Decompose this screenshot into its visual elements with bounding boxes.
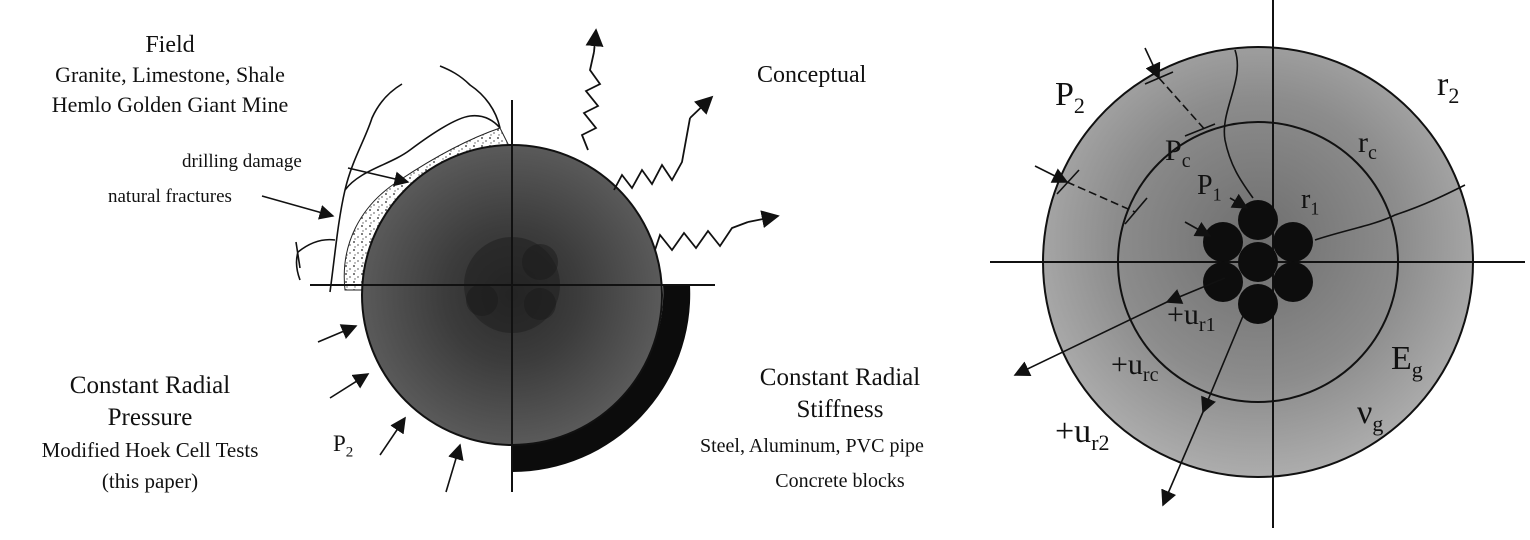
stiffness-heading2: Stiffness [796,396,884,423]
label-rc: rc [1358,126,1377,164]
spring-arrow [654,210,780,252]
fracture-line [1223,49,1254,199]
fracture-line [295,241,301,269]
natural-fractures-pointer [261,195,335,220]
conceptual-label: Conceptual [757,62,867,88]
left-p2-label: P2 [333,431,354,461]
label-ur1: +ur1 [1167,298,1216,336]
pressure-heading1: Constant Radial [69,372,231,399]
label-vg: νg [1357,394,1384,436]
fracture-line [329,83,403,293]
pressure-arrow [379,416,406,456]
left-conceptual-diagram: Field Granite, Limestone, Shale Hemlo Go… [0,28,990,496]
label-Pc: Pc [1165,134,1191,172]
p1-arrow [1229,193,1249,209]
drilling-damage-label: drilling damage [182,151,302,172]
label-r2: r2 [1437,66,1460,108]
ur1-arrow [1165,277,1226,304]
label-P2: P2 [1055,76,1085,118]
pressure-arrow [445,443,464,493]
pressure-block: Constant Radial Pressure Modified Hoek C… [0,370,300,496]
left-diagram-svg [261,28,780,493]
field-line1: Granite, Limestone, Shale [55,62,285,87]
field-block: Field Granite, Limestone, Shale Hemlo Go… [0,30,340,120]
pressure-arrow [317,324,358,343]
stiffness-line2: Concrete blocks [775,470,905,492]
fracture-line [439,65,501,129]
pressure-arrow [1144,47,1216,137]
stiffness-block: Constant Radial Stiffness Steel, Aluminu… [690,362,990,496]
inner-core-dot [522,244,558,280]
natural-fractures-label: natural fractures [108,186,232,207]
stiffness-heading1: Constant Radial [759,364,921,391]
pressure-line2: (this paper) [101,469,199,493]
pressure-arrow [1034,165,1148,225]
pressure-heading2: Pressure [107,404,193,431]
label-Eg: Eg [1391,340,1423,382]
pressure-arrow [329,373,370,399]
label-ur2: +ur2 [1055,413,1110,455]
label-urc: +urc [1111,348,1159,386]
drilling-damage-pointer [347,167,410,187]
stiffness-line1: Steel, Aluminum, PVC pipe [700,435,924,457]
spring-arrow [580,28,604,151]
right-diagram-svg [990,0,1525,528]
urc-arrow [1013,301,1168,376]
label-P1: P1 [1197,170,1222,205]
bolt-bundle [1203,200,1313,324]
right-cross-section-diagram: P2 r2 Pc rc P1 r1 +ur1 +urc Eg νg +ur2 [985,0,1530,535]
field-line2: Hemlo Golden Giant Mine [51,92,289,117]
ur2-arrow [1161,411,1204,507]
p1-arrow [1184,221,1212,237]
fracture-line [295,238,336,281]
label-r1: r1 [1301,184,1320,219]
pressure-line1: Modified Hoek Cell Tests [41,438,259,462]
spring-arrow [613,95,714,191]
fracture-line [344,114,501,191]
inner-core-dot [466,284,498,316]
field-heading: Field [145,32,195,58]
stiffness-ring [512,285,691,473]
fracture-line [1314,184,1466,241]
inner-core-dot [524,288,556,320]
ur2-arrow [1201,315,1244,414]
